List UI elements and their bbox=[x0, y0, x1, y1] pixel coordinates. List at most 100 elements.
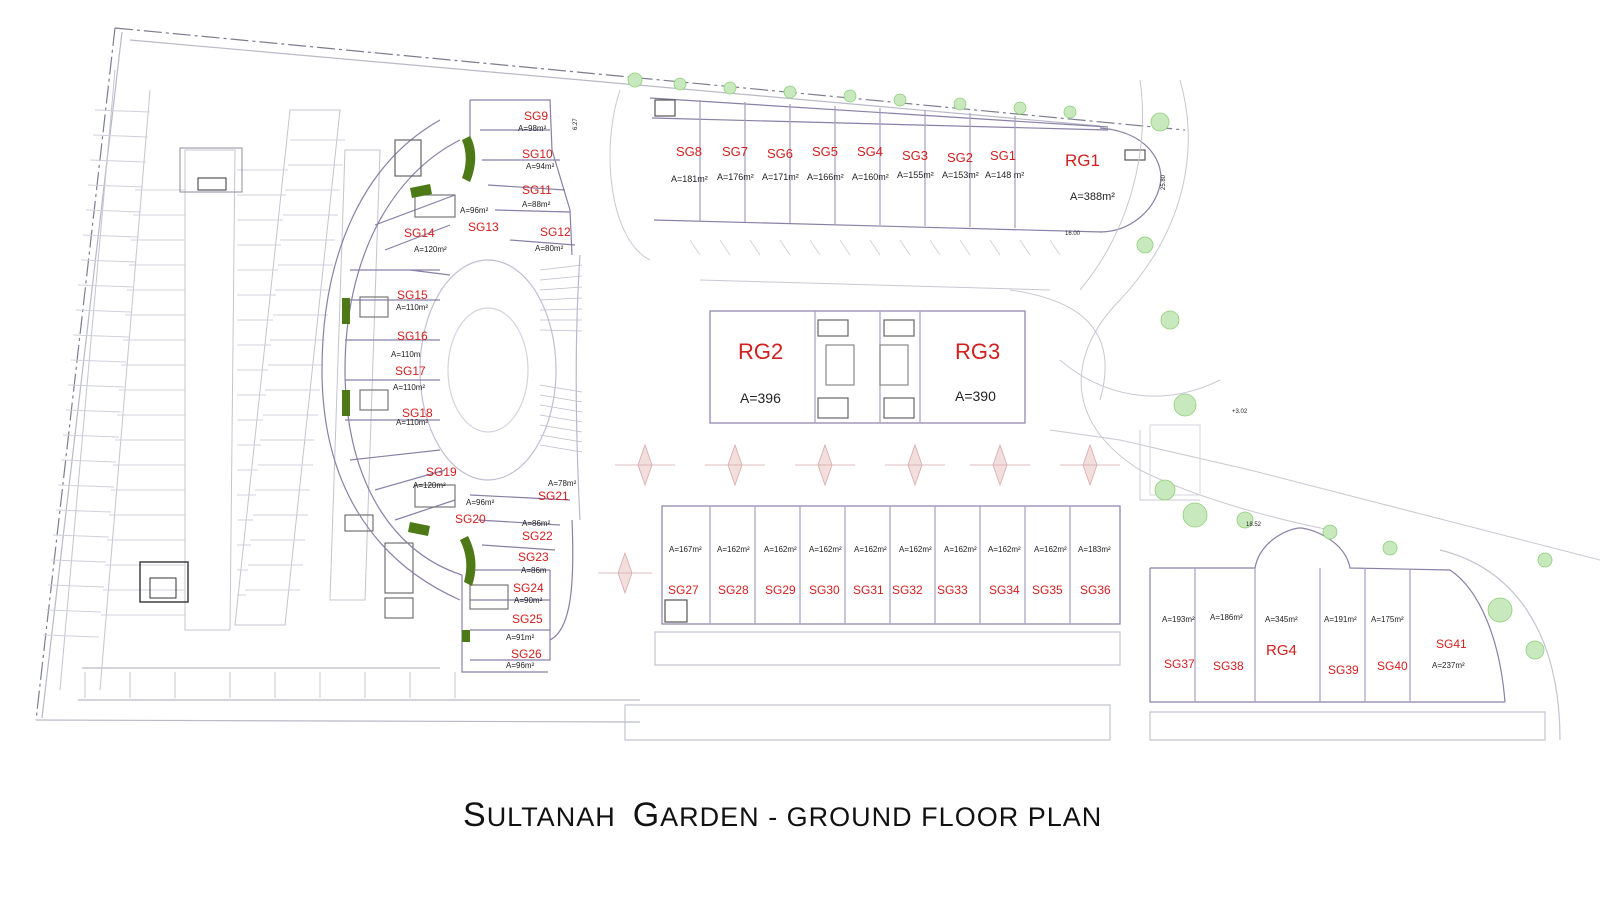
unit-label: SG14 bbox=[404, 226, 435, 240]
unit-label: SG35 bbox=[1032, 583, 1063, 597]
unit-area: A=98m² bbox=[518, 124, 547, 133]
unit-area: A=237m² bbox=[1432, 661, 1465, 670]
dimension-notes: 25.80 16.00 18.52 +3.02 6.27 bbox=[573, 118, 1262, 528]
unit-area: A=94m² bbox=[526, 162, 555, 171]
unit-area: A=155m² bbox=[897, 170, 934, 180]
title-word: ARDEN bbox=[660, 802, 760, 832]
unit-label: RG4 bbox=[1266, 642, 1297, 659]
unit-label: SG33 bbox=[937, 583, 968, 597]
unit-area: A=162m² bbox=[944, 545, 977, 554]
unit-area: A=191m² bbox=[1324, 615, 1357, 624]
unit-label: SG34 bbox=[989, 583, 1020, 597]
unit-area: A=96m² bbox=[506, 661, 535, 670]
unit-area: A=148 m² bbox=[985, 170, 1024, 180]
unit-area: A=162m² bbox=[764, 545, 797, 554]
roads-and-landscape bbox=[609, 79, 1600, 561]
unit-area: A=186m² bbox=[1210, 613, 1243, 622]
unit-label: SG10 bbox=[522, 147, 553, 161]
unit-area: A=120m² bbox=[413, 481, 446, 490]
unit-area: A=162m² bbox=[899, 545, 932, 554]
unit-area: A=91m² bbox=[506, 633, 535, 642]
east-retail-block bbox=[1149, 527, 1561, 741]
dimension-note: 16.00 bbox=[1065, 231, 1081, 237]
unit-area: A=110m² bbox=[396, 303, 428, 312]
west-parking-area bbox=[42, 69, 456, 698]
unit-area: A=86m² bbox=[522, 519, 551, 528]
unit-label: SG2 bbox=[947, 150, 973, 165]
unit-label: SG3 bbox=[902, 148, 928, 163]
unit-area: A=110m² bbox=[393, 383, 425, 392]
unit-label: SG8 bbox=[676, 144, 702, 159]
unit-area: A=390 bbox=[955, 388, 996, 404]
unit-area: A=166m² bbox=[807, 172, 844, 182]
unit-label: SG26 bbox=[511, 647, 542, 661]
unit-area: A=78m² bbox=[548, 479, 577, 488]
unit-label: SG32 bbox=[892, 583, 923, 597]
unit-area: A=120m² bbox=[414, 245, 447, 254]
north-retail-block bbox=[649, 97, 1162, 233]
unit-label: SG31 bbox=[853, 583, 884, 597]
unit-label: SG20 bbox=[455, 512, 486, 526]
unit-label: SG9 bbox=[524, 109, 548, 123]
unit-label: SG1 bbox=[990, 148, 1016, 163]
unit-area: A=162m² bbox=[988, 545, 1021, 554]
dimension-note: 25.80 bbox=[1161, 174, 1167, 190]
unit-label: SG15 bbox=[397, 288, 428, 302]
unit-area: A=96m² bbox=[460, 206, 489, 215]
unit-area: A=88m² bbox=[522, 200, 551, 209]
unit-label: SG4 bbox=[857, 144, 883, 159]
unit-label: SG12 bbox=[540, 225, 571, 239]
unit-label: SG18 bbox=[402, 406, 433, 420]
unit-area: A=388m² bbox=[1070, 191, 1115, 203]
unit-area: A=171m² bbox=[762, 172, 799, 182]
unit-area: A=176m² bbox=[717, 172, 754, 182]
unit-area: A=80m² bbox=[535, 244, 564, 253]
unit-area: A=345m² bbox=[1265, 615, 1298, 624]
unit-label: SG30 bbox=[809, 583, 840, 597]
unit-label: SG37 bbox=[1164, 657, 1195, 671]
unit-area: A=162m² bbox=[717, 545, 750, 554]
unit-area: A=90m² bbox=[514, 596, 543, 605]
unit-area: A=110m bbox=[391, 350, 421, 359]
plan-title: SULTANAH GARDEN - GROUND FLOOR PLAN bbox=[463, 796, 1102, 834]
central-crescent-mall bbox=[321, 99, 583, 673]
title-subtitle: - GROUND FLOOR PLAN bbox=[760, 802, 1103, 832]
unit-labels: SG8 A=181m² SG7 A=176m² SG6 A=171m² SG5 … bbox=[391, 109, 1467, 677]
unit-label: RG3 bbox=[955, 339, 1000, 364]
unit-label: SG19 bbox=[426, 465, 457, 479]
unit-area: A=96m² bbox=[466, 498, 495, 507]
dimension-note: 6.27 bbox=[573, 118, 579, 130]
rg2-rg3-block bbox=[709, 310, 1026, 424]
unit-label: SG38 bbox=[1213, 659, 1244, 673]
unit-label: SG25 bbox=[512, 612, 543, 626]
unit-label: RG2 bbox=[738, 339, 783, 364]
trees bbox=[627, 72, 1553, 660]
unit-label: SG6 bbox=[767, 146, 793, 161]
unit-area: A=396 bbox=[740, 390, 781, 406]
unit-label: SG24 bbox=[513, 581, 544, 595]
unit-label: SG13 bbox=[468, 220, 499, 234]
title-initial: G bbox=[633, 796, 660, 834]
unit-area: A=162m² bbox=[809, 545, 842, 554]
unit-area: A=162m² bbox=[854, 545, 887, 554]
unit-label: SG29 bbox=[765, 583, 796, 597]
unit-area: A=175m² bbox=[1371, 615, 1404, 624]
unit-label: SG36 bbox=[1080, 583, 1111, 597]
dimension-note: +3.02 bbox=[1232, 409, 1248, 415]
unit-label: SG7 bbox=[722, 144, 748, 159]
unit-label: SG22 bbox=[522, 529, 553, 543]
unit-label: SG39 bbox=[1328, 663, 1359, 677]
unit-label: SG40 bbox=[1377, 659, 1408, 673]
unit-label: SG21 bbox=[538, 489, 569, 503]
unit-label: SG27 bbox=[668, 583, 699, 597]
plaza-markers bbox=[598, 443, 1120, 595]
unit-area: A=183m² bbox=[1078, 545, 1111, 554]
title-word: ULTANAH bbox=[487, 802, 616, 832]
unit-label: RG1 bbox=[1065, 151, 1100, 170]
unit-area: A=193m² bbox=[1162, 615, 1195, 624]
unit-area: A=160m² bbox=[852, 172, 889, 182]
unit-area: A=86m bbox=[521, 566, 547, 575]
site-boundary bbox=[35, 27, 1186, 723]
unit-label: SG41 bbox=[1436, 637, 1467, 651]
